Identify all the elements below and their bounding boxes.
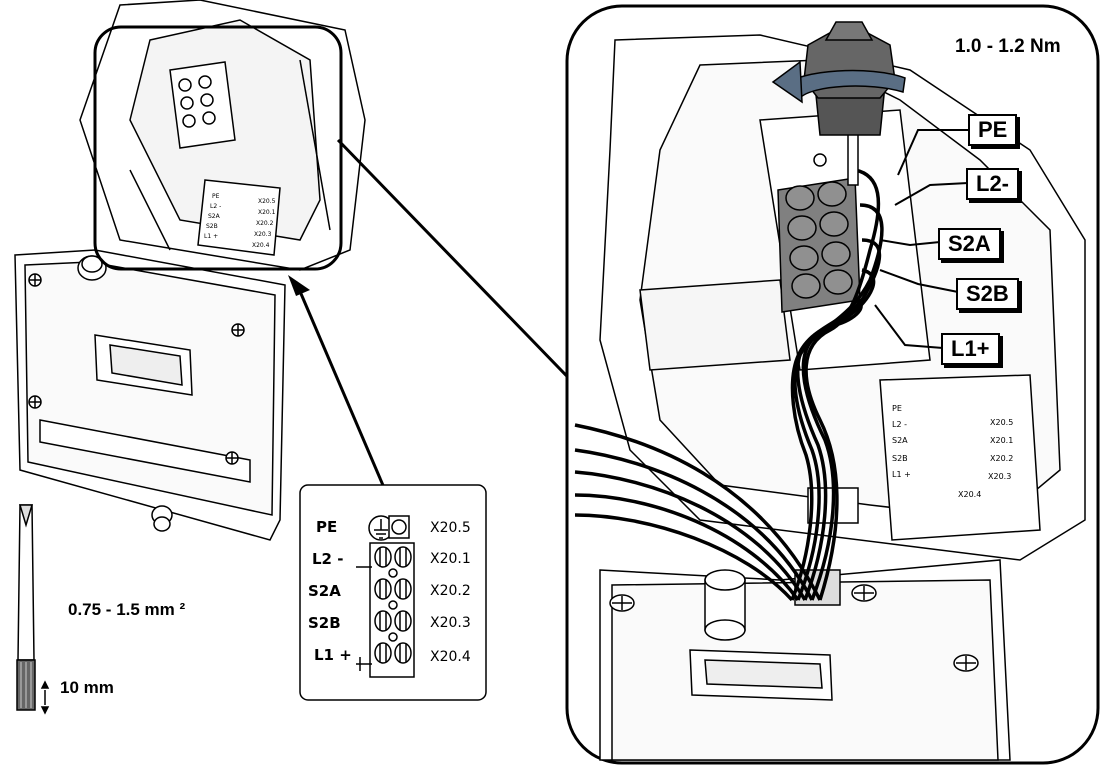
legend-pointer-arrowhead <box>288 275 310 296</box>
legend-row-id: X20.2 <box>430 583 471 599</box>
overview-label-name: L2 - <box>210 203 222 210</box>
mini-label-id: X20.4 <box>958 490 982 499</box>
wire-bundle-fan <box>574 423 822 602</box>
overview-label-name: PE <box>212 193 220 200</box>
callout-s2a: S2A <box>938 228 1001 260</box>
callout-s2b: S2B <box>956 278 1019 310</box>
overview-label-id: X20.3 <box>254 231 272 238</box>
torque-label: 1.0 - 1.2 Nm <box>955 36 1061 57</box>
mini-label-id: X20.1 <box>990 436 1014 445</box>
wire-cross-section-label: 0.75 - 1.5 mm ² <box>68 600 186 619</box>
mini-label-id: X20.2 <box>990 454 1014 463</box>
screwdriver-icon <box>16 504 50 715</box>
legend-row-id: X20.1 <box>430 551 471 567</box>
mini-label-name: L2 - <box>892 420 907 429</box>
mini-label-name: PE <box>892 404 902 413</box>
legend-row-name: L1 + <box>314 646 352 664</box>
mini-label-id: X20.5 <box>990 418 1014 427</box>
legend-row-name: L2 - <box>312 550 344 568</box>
rotation-arrow-icon <box>771 60 906 104</box>
legend-row-name: S2B <box>308 614 341 632</box>
strip-length-label: 10 mm <box>60 678 114 697</box>
device-overview <box>14 0 366 541</box>
callout-l2: L2- <box>966 168 1019 200</box>
overview-label-id: X20.2 <box>256 220 274 227</box>
zoom-frame <box>93 25 343 271</box>
zoom-connector-line <box>336 138 592 402</box>
overview-label-name: L1 + <box>204 233 219 240</box>
legend-row-name: PE <box>316 518 338 536</box>
mini-label-name: L1 + <box>892 470 911 479</box>
callout-leaders <box>874 129 970 349</box>
legend-terminal-graphic <box>356 515 415 678</box>
terminal-block <box>777 153 861 313</box>
wire-bundle <box>790 168 884 601</box>
legend-row-id: X20.4 <box>430 649 471 665</box>
legend-pointer-line <box>294 281 387 491</box>
overview-label-id: X20.4 <box>252 242 270 249</box>
legend-row-id: X20.3 <box>430 615 471 631</box>
legend-row-name: S2A <box>308 582 341 600</box>
mini-label-name: S2A <box>892 436 908 445</box>
overview-label-name: S2A <box>208 213 220 220</box>
mini-label-id: X20.3 <box>988 472 1012 481</box>
legend-row-id: X20.5 <box>430 520 471 536</box>
mini-label-name: S2B <box>892 454 908 463</box>
callout-l1: L1+ <box>941 333 1000 365</box>
overview-label-name: S2B <box>206 223 218 230</box>
overview-label-id: X20.5 <box>258 198 276 205</box>
overview-label-id: X20.1 <box>258 209 276 216</box>
callout-pe: PE <box>968 114 1018 146</box>
